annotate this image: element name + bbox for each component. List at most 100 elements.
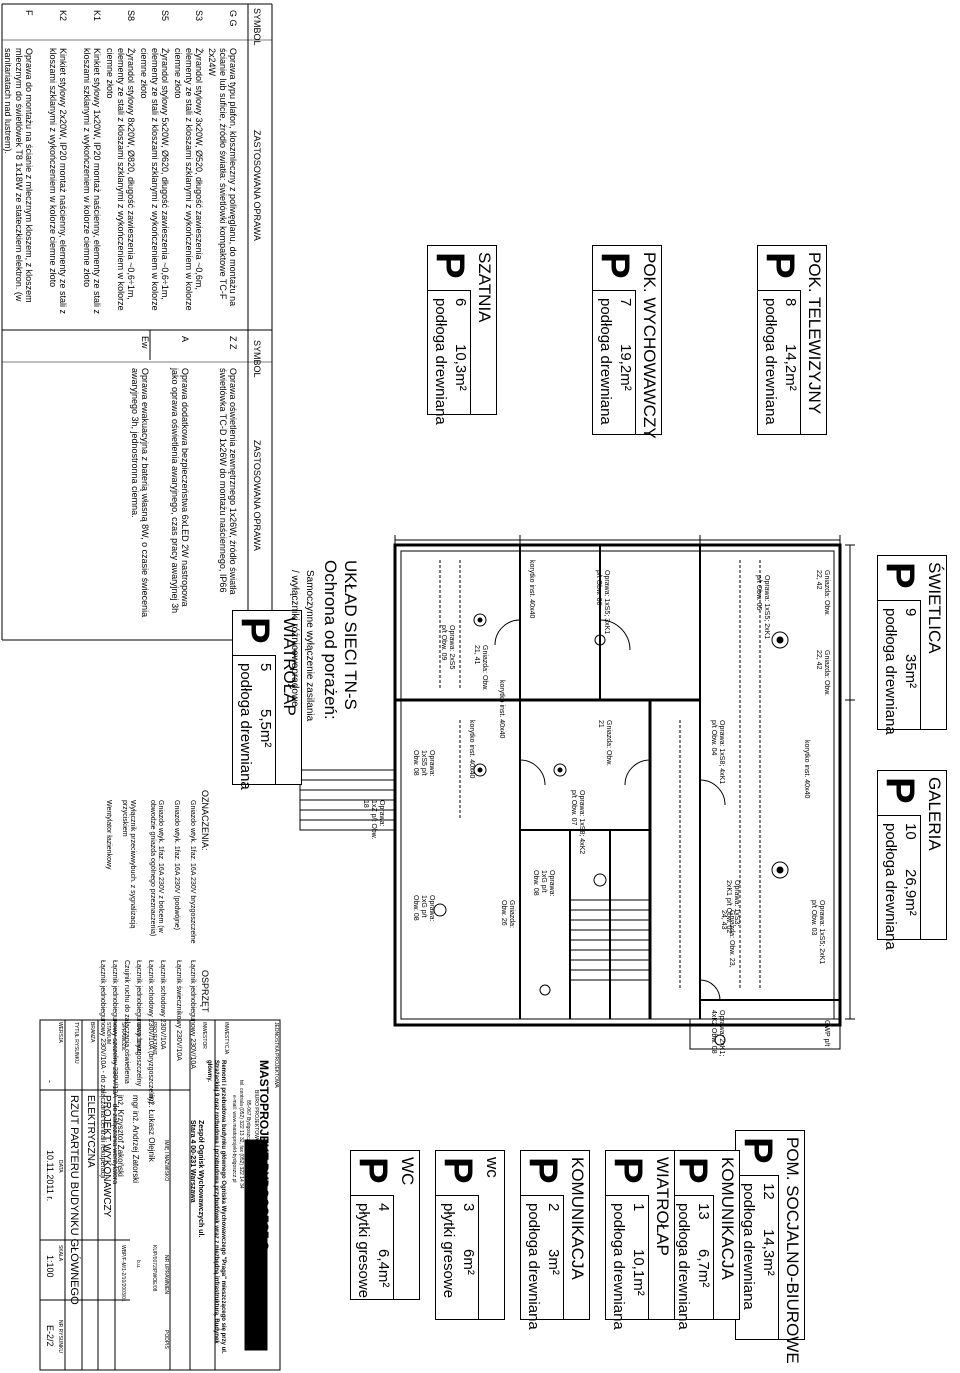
- col-sign-header: PODPIS: [163, 1330, 169, 1349]
- checked-name: inż. Krzysztof Żakoński: [116, 1095, 125, 1177]
- designation-item: Wyłącznik przeciwwybuch. z sygnalizacją …: [120, 800, 136, 929]
- legend-row-symbol: S5: [160, 10, 170, 22]
- investor-text: Zespół Ognisk Wychowawczych ul. Stara 4 …: [188, 1120, 204, 1238]
- fixture-annotation: Oprawa: 1xS5; 2xK1 p/t Obw. 03: [809, 900, 825, 965]
- stage-value: PROJEKT WYKONAWCZY: [101, 1095, 112, 1218]
- legend-row-symbol: A: [180, 336, 190, 343]
- fixture-annotation: Oprawa: 1xZ p/t Obw. 18: [361, 800, 385, 840]
- legend-row-symbol: S3: [194, 10, 204, 22]
- socket-annotation: Gniazda: Obw. 23, 24, 43: [719, 910, 735, 968]
- company-contact: tel. centrala (052) 322 13 32, fax (052)…: [238, 1080, 244, 1189]
- fixture-annotation: Oprawa: 2xK1; 4xK2 Obw. 08: [709, 1010, 725, 1057]
- room-label-educator: POK. WYCHOWAWCZY P 7 19,2m² podłoga drew…: [592, 245, 662, 439]
- legend-header-symbol: SYMBOL: [252, 8, 262, 46]
- room-label-wc-3: wc P 3 6m² płytki gresowe: [435, 1150, 505, 1320]
- cable-channel-label: korytko inst. 40x40: [498, 680, 505, 739]
- legend-row-symbol: F: [24, 10, 34, 16]
- network-line: Samoczynne wyłączenie zasilania: [304, 570, 315, 722]
- fixture-annotation: Oprawa: 1xS5; 3xK1 p/t Obw. 06: [594, 570, 610, 635]
- investment-label: INWESTYCJA: [223, 1022, 229, 1055]
- room-label-porch-1: WIATROŁAP P 1 10,1m² podłoga drewniana: [605, 1150, 675, 1330]
- wiring-item: Łącznik schodowy 230V/10A: [159, 960, 166, 1050]
- drafted-perm: b.u.: [135, 1260, 141, 1269]
- branch-label: BRANŻA: [89, 1022, 95, 1043]
- designation-item: Wentylator łazienkowy: [105, 800, 112, 870]
- legend-row-text: Kinkiet stylowy 2x20W, IP20 montaż naści…: [47, 48, 68, 314]
- fixture-annotation: Oprawa: 1xG p/t Obw. 08: [531, 870, 555, 897]
- legend-header-symbol-2: SYMBOL: [252, 340, 262, 378]
- room-label-corridor-13: KOMUNIKACJA P 13 6,7m² podłoga drewniana: [670, 1150, 740, 1330]
- checked-label: SPRAWDZIŁ: [120, 1022, 126, 1051]
- drafted-label: OPRACOWAŁ: [135, 1022, 141, 1055]
- network-title: UKŁAD SIECI TN-S: [341, 560, 360, 710]
- investor-label: INWESTOR: [201, 1022, 207, 1049]
- legend-row-text: Oprawa oświetlenia zewnętrznego 1x26W, ź…: [217, 368, 238, 595]
- col-name-header: IMIĘ I NAZWISKO: [163, 1140, 169, 1182]
- room-label-common-room: ŚWIETLICA P 9 35m² podłoga drewniana: [877, 555, 947, 735]
- company-web: e-mail: www.mastoprojekt-bydgoszcz.pl: [231, 1095, 237, 1183]
- legend-row-symbol: Z Z: [228, 336, 238, 350]
- legend-header-fixture-2: ZASTOSOWANA OPRAWA: [252, 440, 262, 551]
- legend-header-fixture: ZASTOSOWANA OPRAWA: [252, 130, 262, 241]
- date-label: DATA: [57, 1160, 63, 1173]
- drafted-name: mgr inż. Andrzej Zatorski: [131, 1095, 140, 1184]
- legend-row-symbol: Ew: [140, 336, 150, 349]
- company-sub: BIURO PROJEKTOWO-BADAWCZE BUDOWNICTWA OG…: [253, 1090, 259, 1243]
- room-label-cloakroom: SZATNIA P 6 10,3m² podłoga drewniana: [427, 245, 497, 425]
- fixture-annotation: Oprawa: 1xG p/t Obw. 08: [411, 895, 435, 922]
- designer-label: PROJEKTANT: [151, 1022, 157, 1055]
- legend-row-text: Kinkiet stylowy 1x20W, IP20 montaż naści…: [81, 48, 102, 314]
- legend-row-text: Oprawa do montażu na ścianie z mlecznym …: [3, 48, 34, 303]
- room-label-corridor-2: KOMUNIKACJA P 2 3m² podłoga drewniana: [520, 1150, 590, 1330]
- room-label-wc-4: WC P 4 6,4m² płytki gresowe: [350, 1150, 420, 1300]
- designation-item: Gniazdo wtyk. 1faz. 16A 230V z bolcem (w…: [148, 800, 164, 937]
- company-address: 85-067 Bydgoszcz, ul. Jagiellońska 13a: [245, 1100, 251, 1188]
- cable-channel-label: korytko inst. 40x40: [528, 560, 535, 619]
- date-value: 10.11.2011 r.: [45, 1150, 55, 1202]
- legend-row-text: Oprawa dodatkowa bezpieczeństwa 6xLED 2W…: [169, 368, 190, 614]
- office-label: JEDNOSTKA PROJEKTOWA: [273, 1022, 279, 1088]
- version-label: WERSJA: [57, 1022, 63, 1043]
- room-label-office: POM. SOCJALNO-BIUROWE P 12 14,3m² podłog…: [735, 1130, 805, 1364]
- legend-row-text: Żyrandol stylowy 8x20W, Ø820, długość za…: [105, 48, 136, 311]
- scale-value: 1:100: [45, 1255, 55, 1278]
- cable-channel-label: korytko inst. 40x40: [803, 740, 810, 799]
- sheet-value: E-2/2: [45, 1325, 55, 1347]
- designation-item: Gniazdo wtyk. 1faz. 16A 230V (podwójne): [173, 800, 180, 930]
- version-value: -: [45, 1080, 55, 1083]
- drawing-label: TYTUŁ RYSUNKU: [73, 1022, 79, 1064]
- legend-row-symbol: K1: [92, 10, 102, 22]
- designation-item: Gniazdo wtyk. 1faz. 16A 230V bryzgoszcze…: [189, 800, 196, 944]
- room-label-gallery: GALERIA P 10 26,9m² podłoga drewniana: [877, 770, 947, 950]
- socket-annotation: Gniazda: Obw. 21, 41: [472, 645, 488, 691]
- socket-annotation: Gniazda: Obw. 21: [596, 720, 612, 766]
- legend-row-text: Żyrandol stylowy 5x20W, Ø620, długość za…: [139, 48, 170, 311]
- cable-channel-label: korytko inst. 40x40: [468, 720, 475, 779]
- network-line: / wyłączniki różnicowoprądowe: [289, 570, 300, 707]
- fixture-annotation: Oprawa: 1xS8; 4xK2 p/t Obw. 07: [569, 790, 585, 855]
- room-label-tv: POK. TELEWIZYJNY P 8 14,2m² podłoga drew…: [757, 245, 827, 435]
- network-subtitle: Ochrona od porażeń:: [321, 560, 340, 720]
- legend-row-symbol: K2: [58, 10, 68, 22]
- fixture-annotation: Oprawa: 1xS8; 4xK1 p/t Obw. 04: [709, 720, 725, 785]
- designer-perm: KUP/0072/PWOE/08: [151, 1245, 157, 1292]
- legend-row-text: Oprawa ewakuacyjna z baterią własną 8W, …: [129, 368, 150, 618]
- legend-row-text: Żyrandol stylowy 3x20W, Ø520, długość za…: [173, 48, 204, 311]
- sheet-label: NR RYSUNKU: [57, 1320, 63, 1353]
- checked-perm: WBP/F-M/1-2/10/2003/01: [120, 1245, 126, 1302]
- legend-row-symbol: G G: [228, 10, 238, 27]
- designations-title: OZNACZENIA:: [200, 790, 210, 851]
- col-perm-header: NR UPRAWNIEŃ: [163, 1255, 169, 1294]
- legend-row-symbol: S8: [126, 10, 136, 22]
- fixture-annotation: Oprawa: 1xS5; 2xK1 p/t Obw. 05: [754, 575, 770, 640]
- scale-label: SKALA: [57, 1245, 63, 1262]
- legend-row-text: Oprawa typu plafon, kloszmleczny z poliw…: [207, 48, 238, 307]
- designer-name: inż. Łukasz Olejnik: [147, 1095, 156, 1162]
- socket-annotation: Gniazda: Obw. 22, 42: [814, 650, 830, 696]
- branch-value: ELEKTRYCZNA: [85, 1095, 96, 1168]
- wiring-item: Łącznik świecznikowy 230V/10A: [175, 960, 182, 1061]
- fixture-annotation: GWP p/t: [823, 1020, 830, 1047]
- fixture-annotation: Oprawa: 1xS5 p/t Obw. 08: [411, 750, 435, 777]
- fixture-annotation: Oprawa: 2xS5 p/t Obw. 09: [439, 625, 455, 670]
